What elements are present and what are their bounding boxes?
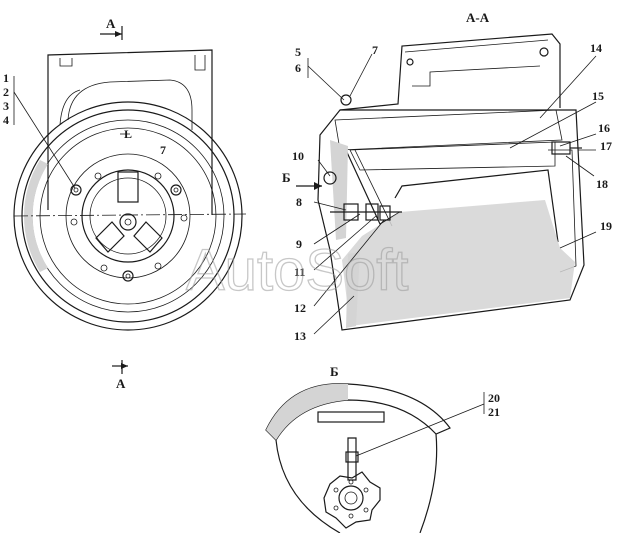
callout-5: 5 [295, 45, 301, 59]
callout-L: L [124, 127, 132, 141]
detail-view-title: Б [330, 364, 339, 379]
callout-10: 10 [292, 149, 304, 163]
callout-16: 16 [598, 121, 610, 135]
front-view [13, 26, 247, 374]
section-view-title: А-А [466, 10, 490, 25]
callout-14: 14 [590, 41, 602, 55]
callout-19: 19 [600, 219, 612, 233]
detail-view [265, 383, 485, 533]
section-view [296, 33, 597, 335]
callout-17: 17 [600, 139, 612, 153]
callout-4: 4 [3, 113, 9, 127]
callout-3: 3 [3, 99, 9, 113]
callout-7: 7 [372, 43, 378, 57]
view-arrow-label: Б [282, 170, 291, 185]
callout-9: 9 [296, 237, 302, 251]
section-cut-label-top: A [106, 16, 116, 31]
callout-2: 2 [3, 85, 9, 99]
callout-1: 1 [3, 71, 9, 85]
callout-21: 21 [488, 405, 500, 419]
callout-6: 6 [295, 61, 301, 75]
callout-12: 12 [294, 301, 306, 315]
callout-20: 20 [488, 391, 500, 405]
callout-8: 8 [296, 195, 302, 209]
callout-7-front: 7 [160, 143, 166, 157]
section-cut-label-bottom: A [116, 376, 126, 391]
watermark: AutoSoft [186, 238, 408, 303]
callout-18: 18 [596, 177, 608, 191]
callout-13: 13 [294, 329, 306, 343]
bolt-ring [70, 172, 188, 282]
callout-15: 15 [592, 89, 604, 103]
callout-11: 11 [294, 265, 305, 279]
